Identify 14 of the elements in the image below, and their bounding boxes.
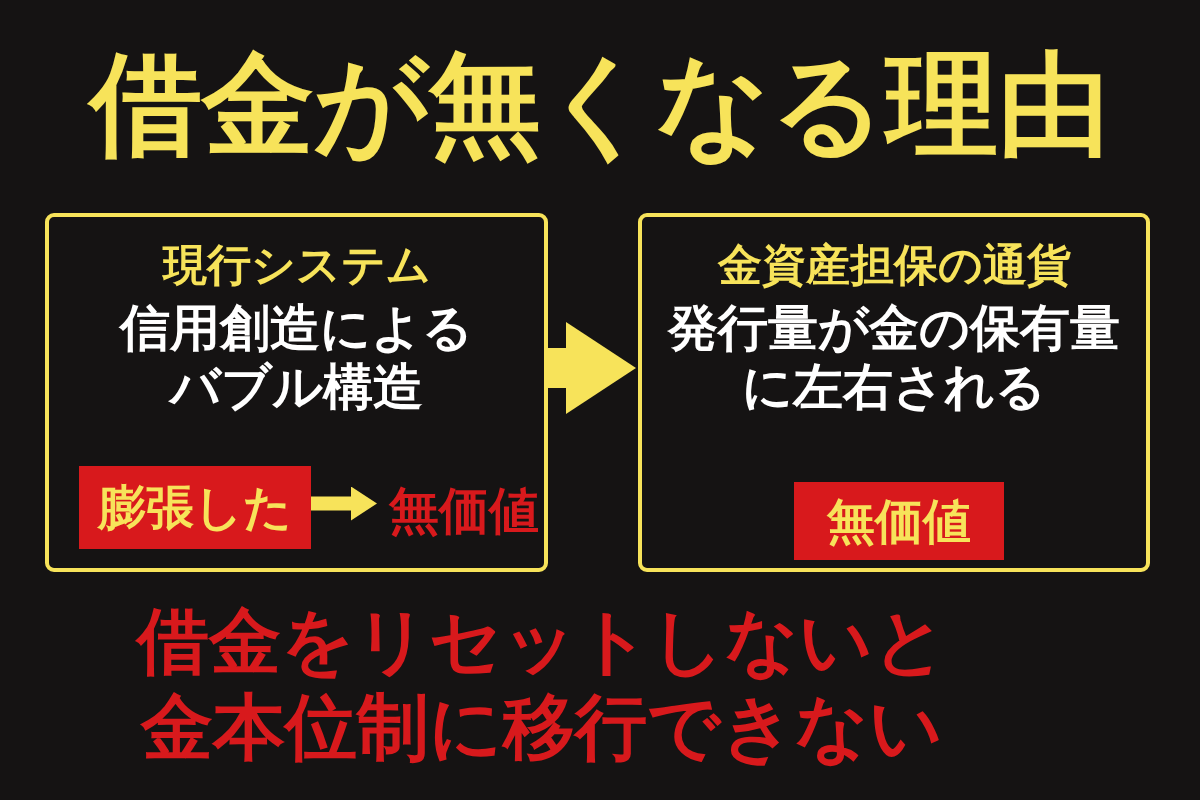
- title: 借金が無くなる理由: [0, 40, 1200, 169]
- arrow: [548, 322, 636, 414]
- highlight-box: [79, 466, 311, 549]
- panel-body: 発行量が金の保有量に左右される: [666, 298, 1121, 417]
- panel-box: [638, 213, 1150, 572]
- panel-box: [45, 213, 548, 572]
- highlight-box: [794, 482, 1004, 560]
- highlight-text: 無価値: [827, 492, 971, 550]
- panel-heading: 現行システム: [162, 239, 431, 291]
- panel-heading: 金資産担保の通貨: [717, 239, 1071, 291]
- result-text: 無価値: [389, 481, 539, 541]
- panel-body: 信用創造によるバブル構造: [118, 298, 474, 417]
- highlight-text: 膨張した: [98, 479, 292, 536]
- conclusion-text: 借金をリセットしないと金本位制に移行できない: [134, 598, 948, 771]
